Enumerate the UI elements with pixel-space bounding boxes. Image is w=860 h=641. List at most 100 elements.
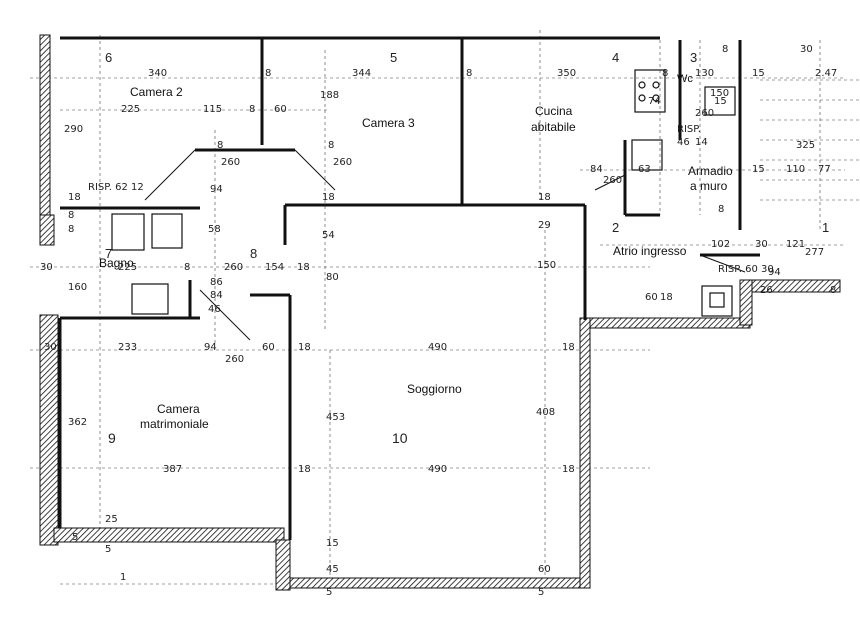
door-swings: [144, 149, 746, 341]
room-name-camera2: Camera 2: [130, 85, 183, 99]
dimension-label: 80: [326, 272, 339, 283]
dimension-label: 46: [677, 137, 690, 148]
dimension-label: 225: [118, 262, 137, 273]
dimension-label: 18: [562, 342, 575, 353]
dimension-label: 110: [786, 164, 805, 175]
dimension-label: 94: [768, 267, 781, 278]
dimension-label: 30: [755, 239, 768, 250]
exterior-walls: [39, 34, 841, 591]
room-number-atrio: 2: [612, 220, 619, 235]
dimension-label: 8: [68, 210, 74, 221]
dimension-label: 350: [557, 68, 576, 79]
dimension-label: 233: [118, 342, 137, 353]
room-number-soggiorno: 10: [392, 430, 408, 446]
dimension-label: 453: [326, 412, 345, 423]
room-number-cucina: 4: [612, 50, 619, 65]
room-number-bagno: 7: [105, 246, 112, 261]
dimension-label: 130: [695, 68, 714, 79]
dimension-label: 188: [320, 90, 339, 101]
dimension-label: 408: [536, 407, 555, 418]
room-number-matrimoniale: 9: [108, 430, 116, 446]
dimension-label: 260: [603, 175, 622, 186]
dimension-label: 325: [796, 140, 815, 151]
dimension-label: 60: [262, 342, 275, 353]
room-name-matrimoniale-2: matrimoniale: [140, 417, 209, 431]
dimension-label: 121: [786, 239, 805, 250]
dimension-label: 260: [695, 108, 714, 119]
dimension-label: 362: [68, 417, 87, 428]
dimension-label: 490: [428, 342, 447, 353]
dimension-label: 60: [645, 292, 658, 303]
dimension-label: 8: [830, 285, 836, 296]
dimension-label: 14: [695, 137, 708, 148]
dimension-label: 5: [326, 587, 332, 598]
dimension-label: 25: [105, 514, 118, 525]
dimension-label: 8: [68, 224, 74, 235]
room-name-atrio: Atrio ingresso: [613, 244, 687, 258]
dimension-label: 115: [203, 104, 222, 115]
dimension-label: 30: [800, 44, 813, 55]
dimension-label: 30: [44, 342, 57, 353]
dimension-label: 94: [210, 184, 223, 195]
dimension-label: 150: [537, 260, 556, 271]
dimension-label: 15: [752, 68, 765, 79]
room-number-wc: 3: [690, 50, 697, 65]
interior-walls: [58, 36, 760, 540]
dimension-label: 5: [72, 532, 78, 543]
dimension-label: 8: [722, 44, 728, 55]
dimension-label: 60: [538, 564, 551, 575]
dimension-label: 15: [326, 538, 339, 549]
dimension-label: RISP.: [677, 124, 701, 135]
dimension-label: 344: [352, 68, 371, 79]
dimension-label: 15: [714, 96, 727, 107]
room-number-disimpegno: 8: [250, 246, 257, 261]
dimension-label: 102: [711, 239, 730, 250]
dimension-label: 150: [710, 88, 729, 99]
dimension-label: 86: [210, 277, 223, 288]
dimension-label: 490: [428, 464, 447, 475]
dimension-label: 18: [660, 292, 673, 303]
dimension-label: 94: [204, 342, 217, 353]
dimension-label: 77: [818, 164, 831, 175]
dimension-label: 340: [148, 68, 167, 79]
dimension-label: 154: [265, 262, 284, 273]
dimension-label: 58: [208, 224, 221, 235]
dimension-label: 74: [648, 96, 661, 107]
dimension-label: 260: [224, 262, 243, 273]
dimension-label: 18: [298, 342, 311, 353]
dimension-label: 160: [68, 282, 87, 293]
bathroom-fixtures: [111, 69, 736, 317]
dimension-label: 387: [163, 464, 182, 475]
dimension-label: 8: [249, 104, 255, 115]
dimension-label: 225: [121, 104, 140, 115]
room-name-cucina-2: abitabile: [531, 120, 576, 134]
dimension-label: 8: [718, 204, 724, 215]
dimension-label: 18: [298, 464, 311, 475]
dimension-label: 18: [562, 464, 575, 475]
dimension-label: 290: [64, 124, 83, 135]
room-name-soggiorno: Soggiorno: [407, 382, 462, 396]
dimension-label: RISP. 62 12: [88, 182, 144, 193]
dimension-label: 63: [638, 164, 651, 175]
dimension-label: 1: [120, 572, 126, 583]
dimension-label: 84: [590, 164, 603, 175]
room-name-bagno: Bagno: [99, 256, 134, 270]
dimension-label: 46: [208, 304, 221, 315]
dimension-label: RISP. 60 30: [718, 264, 774, 275]
dimension-label: 5: [538, 587, 544, 598]
dimension-label: 18: [297, 262, 310, 273]
dimension-label: 60: [274, 104, 287, 115]
dimension-label: 29: [538, 220, 551, 231]
dimension-label: 45: [326, 564, 339, 575]
dimension-label: 15: [752, 164, 765, 175]
room-number-esterno: 1: [822, 220, 829, 235]
dimension-label: 260: [225, 354, 244, 365]
room-name-matrimoniale: Camera: [157, 402, 200, 416]
dimension-label: 8: [466, 68, 472, 79]
dimension-label: 8: [265, 68, 271, 79]
dimension-label: 277: [805, 247, 824, 258]
dimension-label: 8: [328, 140, 334, 151]
dimension-label: 84: [210, 290, 223, 301]
dimension-label: 2.47: [815, 68, 837, 79]
